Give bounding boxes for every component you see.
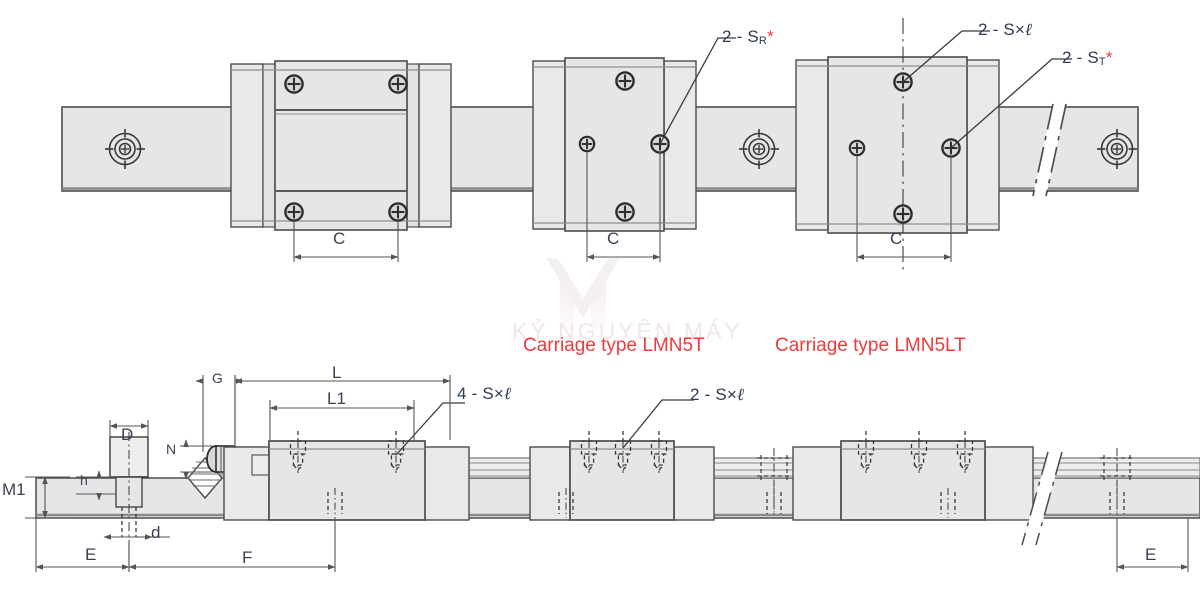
callout-st-subscript: T: [1098, 56, 1106, 68]
carriage-tapped-hole: [615, 202, 635, 222]
carriage-plan-2: [532, 57, 697, 232]
leader-st: [950, 58, 1072, 149]
callout-sxl-4: 4 - S×ℓ: [457, 384, 511, 404]
callout-sxl-2-mult: ×: [726, 385, 738, 404]
dimension-label-c-2: C: [607, 229, 620, 248]
dimension-g: [195, 375, 244, 452]
side-view-group: [25, 375, 1200, 572]
carriage-tapped-hole: [388, 74, 408, 94]
carriage-tapped-hole: [578, 135, 596, 153]
caption-lmn5t: Carriage type LMN5T: [523, 335, 705, 356]
dimension-n: [180, 439, 212, 480]
dimension-label-h: h: [80, 472, 88, 488]
carriage-side-3: [792, 430, 1034, 521]
callout-sr-subscript: R: [758, 35, 768, 47]
carriage-plan-3: [795, 18, 1000, 272]
dimension-label-g: G: [212, 370, 223, 386]
dimension-label-f: F: [242, 548, 253, 567]
dimension-f: [128, 518, 336, 572]
callout-sxl-4-prefix: 4 - S: [457, 384, 494, 403]
dimension-l: [234, 375, 451, 448]
carriage-side-1: [223, 430, 470, 521]
watermark-text: KỶ NGUYÊN MÁY: [512, 318, 743, 344]
dimension-label-d-low: d: [151, 523, 161, 542]
callout-sr: 2 - SR*: [722, 27, 774, 47]
dimension-e-left: [35, 518, 130, 572]
leader-sr: [659, 37, 736, 145]
dimension-label-l1: L1: [327, 389, 346, 408]
carriage-tapped-hole: [284, 202, 304, 222]
callout-sxl-top-mult: ×: [1014, 20, 1026, 39]
callout-st-text: 2 - S: [1062, 48, 1099, 67]
callout-sxl-4-mult: ×: [493, 384, 505, 403]
dimension-l1: [269, 400, 415, 440]
rail-end-bolt: [109, 432, 149, 555]
callout-sr-text: 2 - S: [722, 27, 759, 46]
callout-sxl-2-prefix: 2 - S: [690, 385, 727, 404]
dimension-c-1: [293, 221, 399, 262]
dimension-d-cap: [109, 420, 149, 437]
callout-sxl-top-prefix: 2 - S: [978, 20, 1015, 39]
dimension-label-m1: M1: [2, 480, 26, 499]
carriage-tapped-hole: [388, 202, 408, 222]
callout-st-star: *: [1105, 48, 1113, 67]
carriage-tapped-hole: [615, 71, 635, 91]
leader-sxl-4: [395, 402, 465, 456]
dimension-h: [76, 470, 116, 501]
rail-bolt-mid: [757, 448, 791, 519]
dimension-c-3: [856, 156, 952, 262]
dimension-c-2: [586, 152, 661, 262]
dimension-label-d-cap: D: [121, 425, 134, 444]
rail-bolt-right: [1100, 448, 1134, 519]
dimension-label-l: L: [332, 363, 342, 382]
leader-sxl-2: [622, 399, 694, 449]
carriage-tapped-hole: [284, 74, 304, 94]
callout-st: 2 - ST*: [1062, 48, 1113, 68]
callout-sxl-top: 2 - S×ℓ: [978, 20, 1032, 40]
dimension-label-e-left: E: [85, 545, 97, 564]
dimension-label-c-1: C: [333, 229, 346, 248]
callout-sxl-2-ell: ℓ: [737, 385, 745, 404]
callout-sxl-4-ell: ℓ: [504, 384, 512, 403]
break-line-elevation: [1021, 451, 1063, 546]
carriage-tapped-hole: [893, 204, 913, 224]
top-view-group: [61, 18, 1139, 272]
caption-lmn5lt: Carriage type LMN5LT: [775, 335, 966, 356]
carriage-tapped-hole: [848, 139, 866, 157]
dimension-label-e-right: E: [1145, 545, 1157, 564]
carriage-plan-1: [230, 60, 452, 231]
callout-sxl-2: 2 - S×ℓ: [690, 385, 744, 405]
carriage-side-2: [529, 430, 715, 521]
break-line-plan: [1032, 103, 1067, 197]
callout-sr-star: *: [767, 27, 774, 46]
dimension-m1: [25, 476, 70, 519]
leader-sxl-top: [902, 30, 990, 83]
dimension-e-right: [1116, 518, 1189, 572]
callout-sxl-top-ell: ℓ: [1025, 20, 1033, 39]
dimension-label-n: N: [166, 441, 177, 457]
dimension-label-c-3: C: [890, 229, 903, 248]
watermark-logo: [546, 258, 620, 330]
